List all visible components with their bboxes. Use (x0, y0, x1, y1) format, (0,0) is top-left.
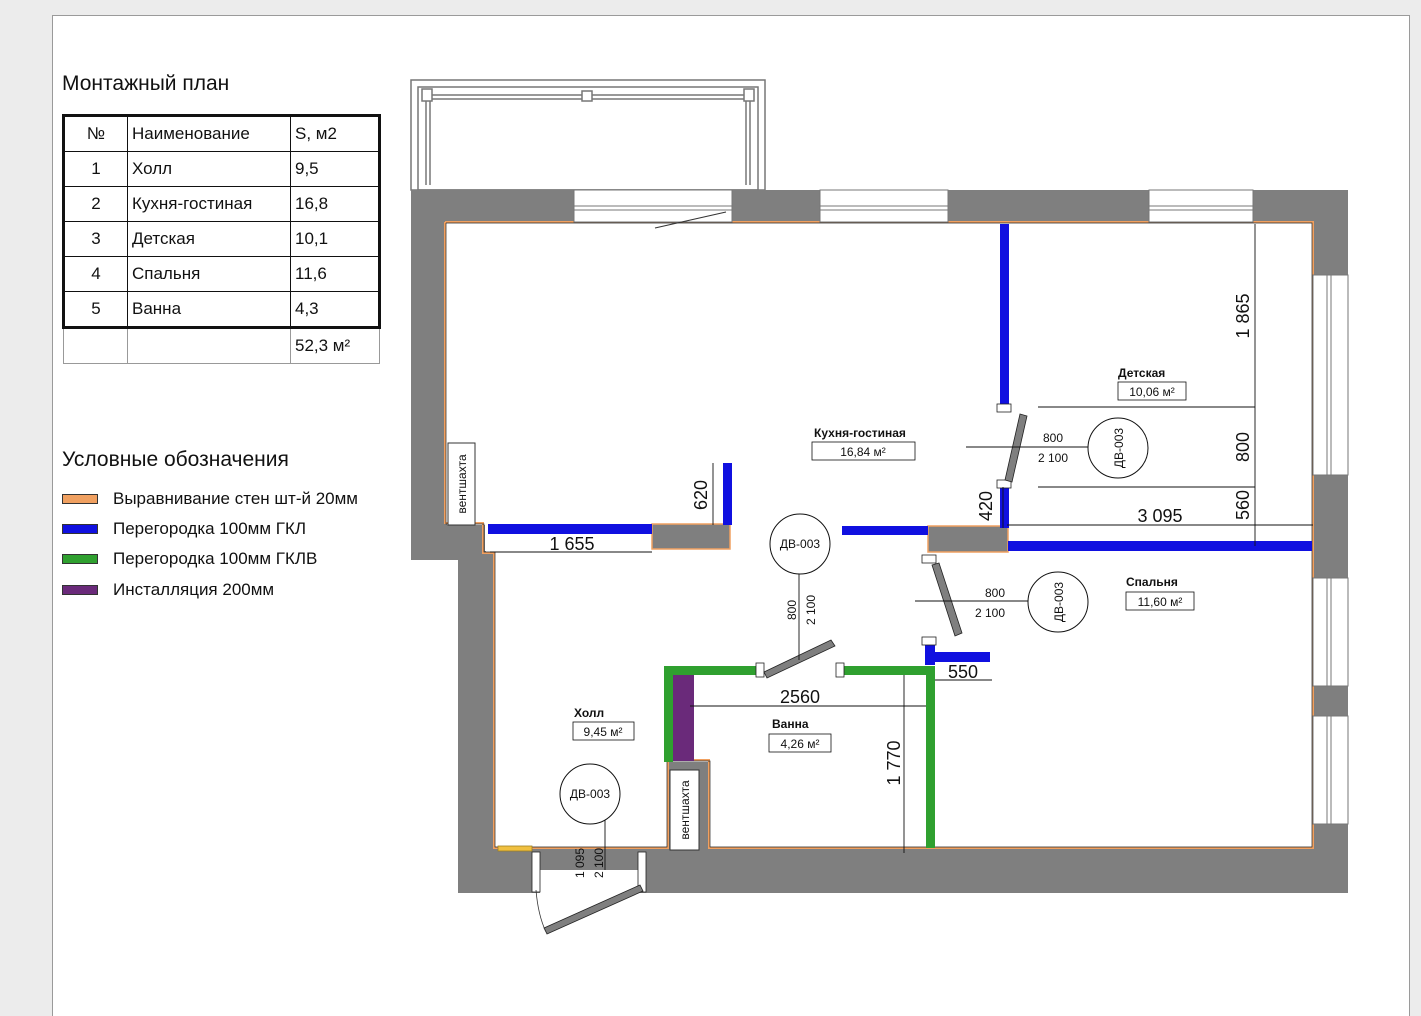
door-height: 2 100 (804, 595, 818, 625)
row-area: 4,3 (290, 291, 381, 329)
door-width: 1 095 (573, 848, 587, 878)
room-name: Ванна (772, 717, 809, 731)
table-row: 2 Кухня-гостиная 16,8 (62, 186, 381, 222)
windows (573, 189, 1349, 825)
room-area: 4,26 м² (781, 737, 820, 751)
plan-title: Монтажный план (62, 72, 230, 95)
wall-stub (927, 525, 1009, 553)
door-height: 2 100 (592, 848, 606, 878)
dim-1655: 1 655 (549, 534, 594, 554)
partitions-gkl (488, 224, 1312, 665)
room-label-kitchen: Кухня-гостиная 16,84 м² (811, 426, 916, 461)
legend-swatch-finish (62, 494, 98, 504)
room-name: Детская (1118, 366, 1165, 380)
legend-swatch-gkl (62, 524, 98, 534)
dim-800: 800 (1233, 432, 1253, 462)
legend-swatch-install (62, 585, 98, 595)
row-number: 5 (62, 291, 128, 329)
total-empty-cell (63, 327, 128, 364)
row-area: 10,1 (290, 221, 381, 257)
table-total-row: 52,3 м² (63, 327, 380, 364)
door-tag-label: ДВ-003 (1112, 428, 1126, 468)
row-number: 3 (62, 221, 128, 257)
vent-shaft-1 (447, 442, 476, 526)
dim-2560: 2560 (780, 687, 820, 707)
wall-finish-line (444, 221, 1314, 849)
door-width: 800 (985, 586, 1005, 600)
room-spec-table: № Наименование S, м2 1 Холл 9,5 2 Кухня-… (62, 114, 381, 364)
legend-label: Перегородка 100мм ГКЛ (113, 519, 307, 538)
room-name: Кухня-гостиная (814, 426, 906, 440)
table-row: 5 Ванна 4,3 (62, 291, 381, 329)
wall-stub (651, 523, 731, 550)
legend-item-gklv: Перегородка 100мм ГКЛВ (62, 548, 317, 570)
door-tag-kids: ДВ-003 800 2 100 (1038, 417, 1149, 479)
room-name: Спальня (1126, 575, 1178, 589)
legend-label: Перегородка 100мм ГКЛВ (113, 549, 318, 568)
vent-shaft-label: вентшахта (678, 780, 692, 840)
room-label-hall: Холл 9,45 м² (572, 706, 635, 741)
dim-1770: 1 770 (884, 740, 904, 785)
dim-420: 420 (976, 491, 996, 521)
legend-title: Условные обозначения (62, 448, 289, 471)
balcony (410, 79, 766, 191)
legend-swatch-gklv (62, 554, 98, 564)
door-tag-label: ДВ-003 (780, 537, 820, 551)
col-number-header: № (62, 114, 128, 152)
row-name: Ванна (127, 291, 291, 329)
doors (497, 403, 1028, 935)
room-area: 16,84 м² (840, 445, 886, 459)
door-tag-entry: ДВ-003 1 095 2 100 (559, 763, 621, 878)
legend-label: Выравнивание стен шт-й 20мм (113, 489, 358, 508)
row-name: Детская (127, 221, 291, 257)
door-tag-label: ДВ-003 (1052, 582, 1066, 622)
installation-block (673, 675, 694, 761)
total-empty-cell (127, 327, 291, 364)
row-area: 11,6 (290, 256, 381, 292)
table-row: 3 Детская 10,1 (62, 221, 381, 257)
door-tag-bedroom: ДВ-003 800 2 100 (975, 571, 1089, 633)
dim-3095: 3 095 (1137, 506, 1182, 526)
legend-item-finish: Выравнивание стен шт-й 20мм (62, 488, 358, 510)
dimension-lines (490, 224, 1313, 870)
total-area: 52,3 м² (290, 327, 380, 364)
legend-item-gkl: Перегородка 100мм ГКЛ (62, 518, 306, 540)
wall-inner-line (445, 222, 1313, 848)
room-label-bath: Ванна 4,26 м² (768, 717, 832, 753)
room-area: 11,60 м² (1138, 595, 1183, 609)
door-height: 2 100 (975, 606, 1005, 620)
dim-620: 620 (691, 480, 711, 510)
room-label-bedroom: Спальня 11,60 м² (1125, 575, 1195, 611)
room-name: Холл (574, 706, 604, 720)
room-label-kids: Детская 10,06 м² (1117, 366, 1187, 401)
vent-shaft-2 (669, 769, 700, 851)
row-name: Спальня (127, 256, 291, 292)
row-area: 16,8 (290, 186, 381, 222)
legend-label: Инсталляция 200мм (113, 580, 275, 599)
door-height: 2 100 (1038, 451, 1068, 465)
door-width: 800 (1043, 431, 1063, 445)
entry-door-swing (535, 889, 547, 933)
door-width: 800 (785, 600, 799, 620)
partitions-gklv (664, 666, 935, 848)
vent-shaft-label: вентшахта (455, 454, 469, 514)
door-tag-label: ДВ-003 (570, 787, 610, 801)
room-area: 10,06 м² (1129, 385, 1175, 399)
dim-550: 550 (948, 662, 978, 682)
door-tag-bath: ДВ-003 800 2 100 (769, 513, 831, 625)
legend-item-install: Инсталляция 200мм (62, 579, 274, 601)
dim-560: 560 (1233, 490, 1253, 520)
col-area-header: S, м2 (290, 114, 381, 152)
row-area: 9,5 (290, 151, 381, 187)
room-area: 9,45 м² (584, 725, 623, 739)
dim-1865: 1 865 (1233, 293, 1253, 338)
